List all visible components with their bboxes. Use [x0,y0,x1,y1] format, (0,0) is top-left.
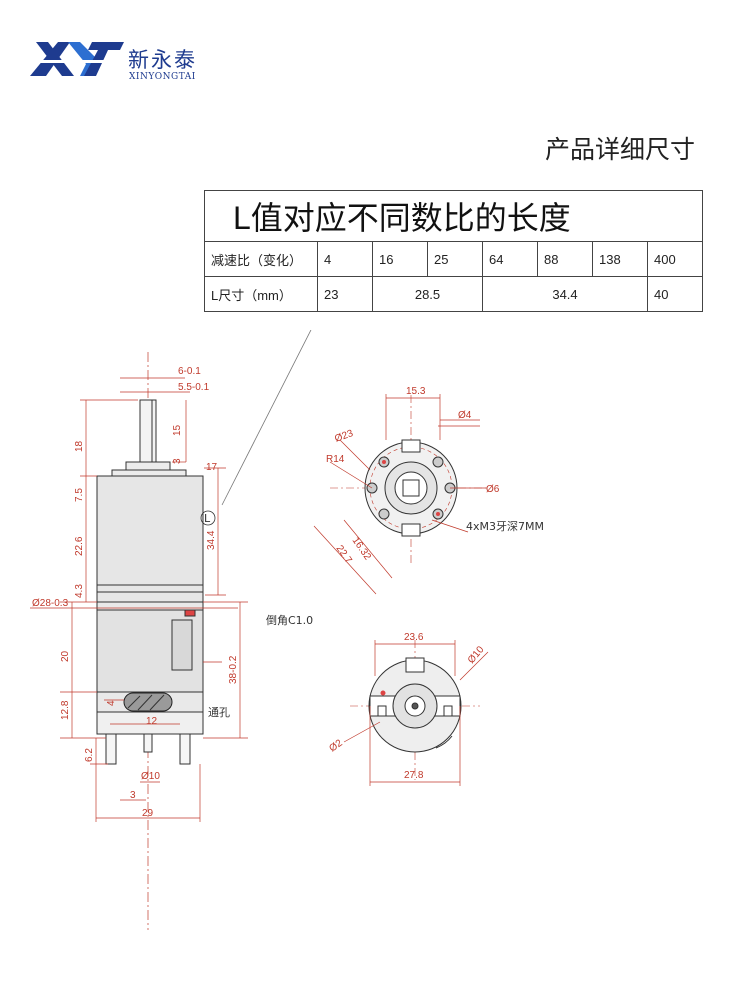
ratio-cell: 25 [427,241,483,277]
dim-body-d: Ø28-0.3 [32,598,69,609]
dim-shaft-len: 18 [74,440,85,452]
dim-step: 3 [172,458,183,464]
ratio-label: 减速比（变化） [204,241,318,277]
brand-logo [28,42,124,76]
ratio-cell: 4 [317,241,373,277]
dim-width: 15.3 [406,386,426,397]
dim-total-w: 29 [142,808,154,819]
dim-terminal-h: 6.2 [84,748,95,762]
dim-width: 23.6 [404,632,424,643]
length-cell: 28.5 [372,276,483,312]
dim-vent-w: 12 [146,716,158,727]
dim-boss-d: Ø10 [466,644,487,666]
l-marker-circle [200,510,216,526]
chamfer-note: 倒角C1.0 [266,614,313,627]
screw-note: 4xM3牙深7MM [466,520,544,533]
dim-pitch2: 22.7 [334,543,354,566]
dim-housing-h: 22.6 [74,536,85,556]
dim-flat-len: 15 [172,424,183,436]
length-cell: 23 [317,276,373,312]
length-cell: 40 [647,276,703,312]
front-view [330,395,490,565]
dim-outer-d: Ø23 [333,428,355,445]
side-view [96,352,204,930]
brand-name-cn: 新永泰 [128,48,197,72]
ratio-row: 减速比（变化） 4 16 25 64 88 138 400 [204,241,703,277]
table-leader-line [221,330,312,506]
spec-table-title: L值对应不同数比的长度 [204,190,703,242]
side-view-dimensions [30,377,248,822]
dim-base-h: 12.8 [60,700,71,720]
length-row: L尺寸（mm） 23 28.5 34.4 40 [204,276,703,312]
side-view-labels: 6-0.1 5.5-0.1 18 15 3 17 7.5 34.4 L 22.6… [32,366,313,819]
dim-collar: 17 [206,462,218,473]
ratio-cell: 88 [537,241,593,277]
dim-motor-h: 20 [60,650,71,662]
front-view-dimensions [313,394,486,595]
dim-motor-total: 38-0.2 [228,655,239,684]
technical-drawing: 6-0.1 5.5-0.1 18 15 3 17 7.5 34.4 L 22.6… [30,330,544,930]
dim-pin-d: Ø2 [327,738,345,755]
dim-shaft-d1: 6-0.1 [178,366,201,377]
dim-vent-h: 4 [106,700,117,706]
ratio-cell: 64 [482,241,538,277]
dim-terminal-w: 3 [130,790,136,801]
rear-view-dimensions [343,640,489,786]
l-marker: L [204,512,211,525]
dim-center-d: Ø6 [486,484,500,495]
vent-label: 通孔 [208,706,230,719]
dim-collar-h: 7.5 [74,488,85,502]
ratio-cell: 400 [647,241,703,277]
ratio-cell: 16 [372,241,428,277]
logo-mark-icon [28,42,124,76]
ratio-cell: 138 [592,241,648,277]
length-cell: 34.4 [482,276,648,312]
dim-radius: R14 [326,454,345,465]
dim-shaft-d2: 5.5-0.1 [178,382,210,393]
section-title: 产品详细尺寸 [545,135,696,164]
dim-shaft-tail-d: Ø10 [141,771,160,782]
length-label: L尺寸（mm） [204,276,318,312]
spec-title-row: L值对应不同数比的长度 [204,190,703,242]
spec-table: L值对应不同数比的长度 减速比（变化） 4 16 25 64 88 138 40… [204,190,703,312]
dim-ring-h: 4.3 [74,584,85,598]
brand-name-en: XINYONGTAI [129,72,196,82]
dim-gearbox-l: 34.4 [206,530,217,550]
dim-hole-d: Ø4 [458,410,472,421]
dim-total-w: 27.8 [404,770,424,781]
rear-view [350,640,480,780]
